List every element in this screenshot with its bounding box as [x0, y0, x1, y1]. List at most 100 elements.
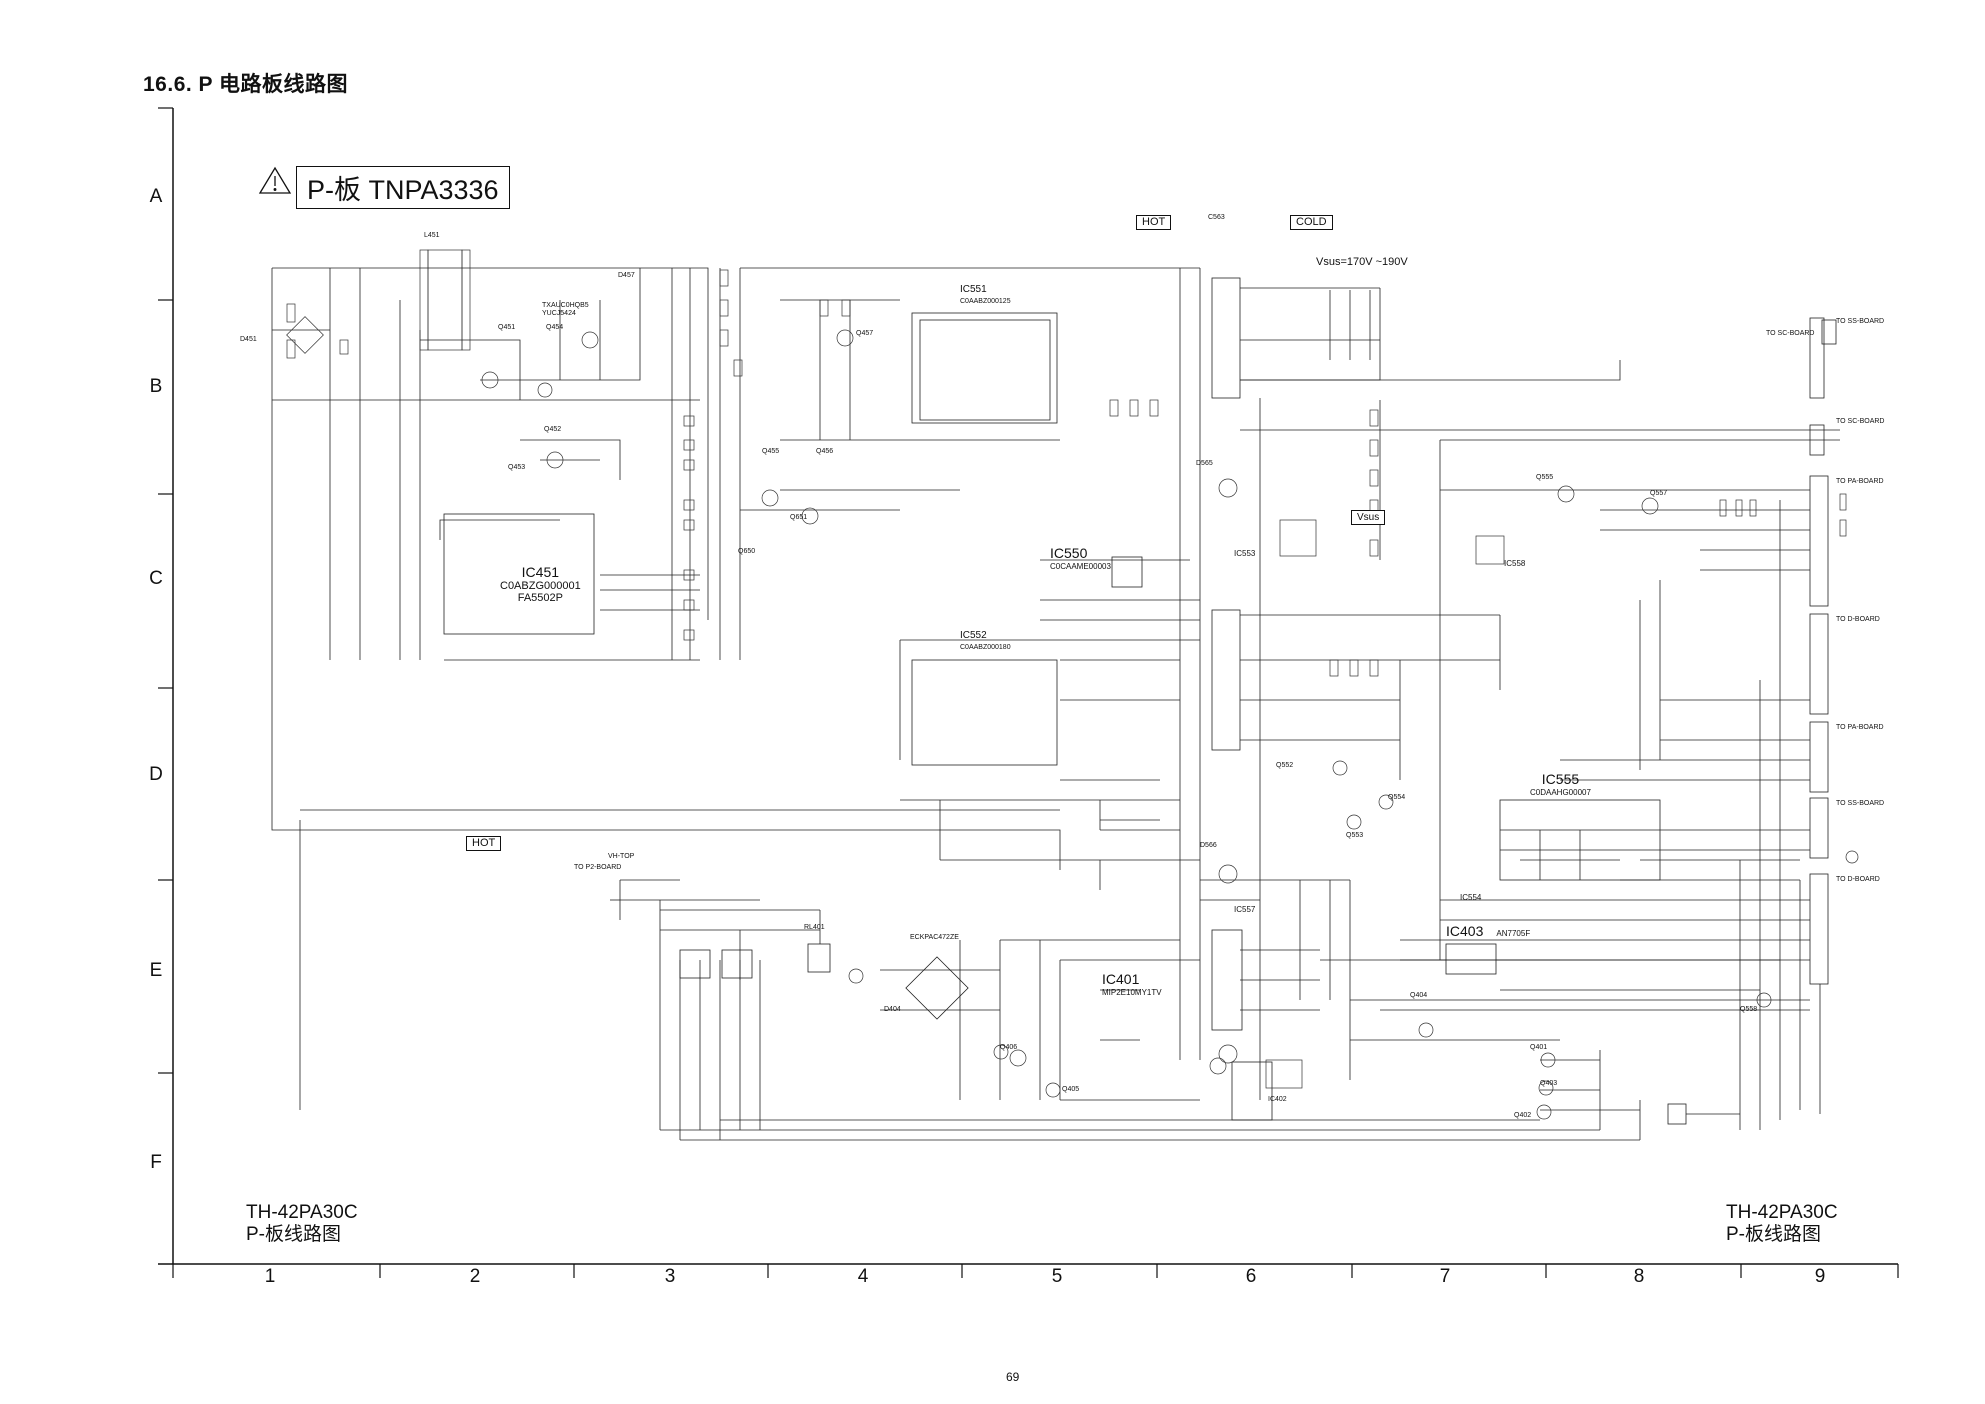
- row-label-f: F: [150, 1152, 162, 1173]
- q457-ref: Q457: [856, 330, 874, 337]
- model-label-right: TH-42PA30C P-板线路图: [1726, 1202, 1838, 1246]
- ic553-ref: IC553: [1234, 549, 1256, 558]
- model-right-line1: TH-42PA30C: [1726, 1202, 1838, 1223]
- column-label-3: 3: [664, 1266, 676, 1287]
- cold-tag-top: COLD: [1290, 215, 1333, 230]
- vh-top-ref: VH-TOP: [608, 853, 635, 860]
- to-ss-board-label-2: TO SS-BOARD: [1836, 800, 1885, 807]
- l451-ref: L451: [424, 232, 440, 239]
- column-label-2: 2: [469, 1266, 481, 1287]
- model-left-line1: TH-42PA30C: [246, 1202, 358, 1223]
- ic403-label: IC403 AN7705F: [1446, 924, 1530, 940]
- wiring: [271, 267, 1840, 1141]
- d566-ref: D566: [1200, 842, 1217, 849]
- ic550-part: C0CAAME00003: [1050, 562, 1111, 571]
- warning-icon: [258, 166, 292, 194]
- model-left-line2: P-板线路图: [246, 1224, 342, 1245]
- q451-ref: Q451: [498, 324, 516, 331]
- ic451-label: IC451 C0ABZG000001 FA5502P: [500, 564, 581, 605]
- to-sc-board-label-2: TO SC-BOARD: [1836, 418, 1885, 425]
- ic551-part: C0AABZ000125: [960, 298, 1011, 305]
- ic402-ref: IC402: [1268, 1096, 1287, 1103]
- q553-ref: Q553: [1346, 832, 1364, 839]
- column-label-9: 9: [1814, 1266, 1826, 1287]
- q455-ref: Q455: [762, 448, 780, 455]
- ic451-sub: FA5502P: [517, 592, 563, 604]
- hot-tag-top: HOT: [1136, 215, 1172, 230]
- q456-ref: Q456: [816, 448, 834, 455]
- ic403-ref: IC403: [1446, 923, 1484, 939]
- to-p2-board-label: TO P2-BOARD: [574, 864, 622, 871]
- q405-ref: Q405: [1062, 1086, 1080, 1093]
- row-label-c: C: [149, 568, 163, 589]
- row-label-b: B: [149, 376, 163, 397]
- to-pa-board-label-2: TO PA-BOARD: [1836, 724, 1884, 731]
- q403-ref: Q403: [1540, 1080, 1558, 1087]
- q554-ref: Q554: [1388, 794, 1406, 801]
- to-pa-board-label-1: TO PA-BOARD: [1836, 478, 1884, 485]
- column-label-5: 5: [1051, 1266, 1063, 1287]
- board-title: P-板 TNPA3336: [296, 166, 510, 209]
- column-label-1: 1: [264, 1266, 276, 1287]
- model-right-line2: P-板线路图: [1726, 1224, 1822, 1245]
- ic451-part: C0ABZG000001: [500, 580, 581, 592]
- q404-ref: Q404: [1410, 992, 1428, 999]
- q454-part-number: TXAUC0HQB5: [542, 302, 589, 309]
- ic552-label: IC552 C0AABZ000180: [960, 630, 1011, 654]
- to-ss-board-label-1: TO SS-BOARD: [1836, 318, 1885, 325]
- hot-tag-bottom: HOT: [466, 836, 502, 851]
- ic557-ref: IC557: [1234, 905, 1256, 914]
- q650-ref: Q650: [738, 548, 756, 555]
- q651-ref: Q651: [790, 514, 808, 521]
- row-label-a: A: [149, 186, 163, 207]
- board-title-box: P-板 TNPA3336: [296, 166, 510, 209]
- section-title: 16.6. P 电路板线路图: [143, 73, 349, 96]
- ic555-part: C0DAAHG00007: [1530, 788, 1591, 797]
- to-sc-board-label-1: TO SC-BOARD: [1766, 330, 1815, 337]
- ic551-label: IC551 C0AABZ000125: [960, 284, 1011, 308]
- q454-part: TXAUC0HQB5 YUCJ5424: [542, 302, 589, 318]
- vsus-range-label: Vsus=170V ~190V: [1316, 256, 1408, 268]
- q558-ref: Q558: [1740, 1006, 1758, 1013]
- to-d-board-label-1: TO D-BOARD: [1836, 616, 1880, 623]
- eckp-ref: ECKPAC472ZE: [910, 934, 959, 941]
- column-label-6: 6: [1245, 1266, 1257, 1287]
- grid-frame: [158, 107, 1899, 1278]
- ic550-ref: IC550: [1050, 545, 1088, 561]
- q454-sub-number: YUCJ5424: [542, 310, 576, 317]
- q454-ref: Q454: [546, 324, 564, 331]
- ic554-ref: IC554: [1460, 893, 1482, 902]
- c563-ref: C563: [1208, 214, 1225, 221]
- row-label-d: D: [149, 764, 163, 785]
- model-label-left: TH-42PA30C P-板线路图: [246, 1202, 358, 1246]
- column-label-8: 8: [1633, 1266, 1645, 1287]
- ic451-ref: IC451: [521, 564, 560, 580]
- ic552-ref: IC552: [960, 630, 987, 641]
- row-label-e: E: [149, 960, 163, 981]
- q406-ref: Q406: [1000, 1044, 1018, 1051]
- column-label-4: 4: [857, 1266, 869, 1287]
- ic401-ref: IC401: [1102, 971, 1140, 987]
- ic552-part: C0AABZ000180: [960, 644, 1011, 651]
- ic558-ref: IC558: [1504, 559, 1526, 568]
- q452-ref: Q452: [544, 426, 562, 433]
- ic403-part: AN7705F: [1496, 929, 1531, 938]
- component-marks: [286, 249, 1859, 1120]
- q557-ref: Q557: [1650, 490, 1668, 497]
- d457-ref: D457: [618, 272, 635, 279]
- to-d-board-label-2: TO D-BOARD: [1836, 876, 1880, 883]
- rl401-ref: RL401: [804, 924, 825, 931]
- ic550-label: IC550 C0CAAME00003: [1050, 546, 1111, 573]
- d565-ref: D565: [1196, 460, 1213, 467]
- q555-ref: Q555: [1536, 474, 1554, 481]
- ic555-ref: IC555: [1541, 771, 1580, 787]
- ic555-label: IC555 C0DAAHG00007: [1530, 772, 1591, 799]
- ic401-part: MIP2E10MY1TV: [1102, 988, 1162, 997]
- q453-ref: Q453: [508, 464, 526, 471]
- page-number: 69: [1006, 1370, 1020, 1384]
- d404-ref: D404: [884, 1006, 901, 1013]
- ic401-label: IC401 MIP2E10MY1TV: [1102, 972, 1162, 999]
- q552-ref: Q552: [1276, 762, 1294, 769]
- ic551-ref: IC551: [960, 284, 987, 295]
